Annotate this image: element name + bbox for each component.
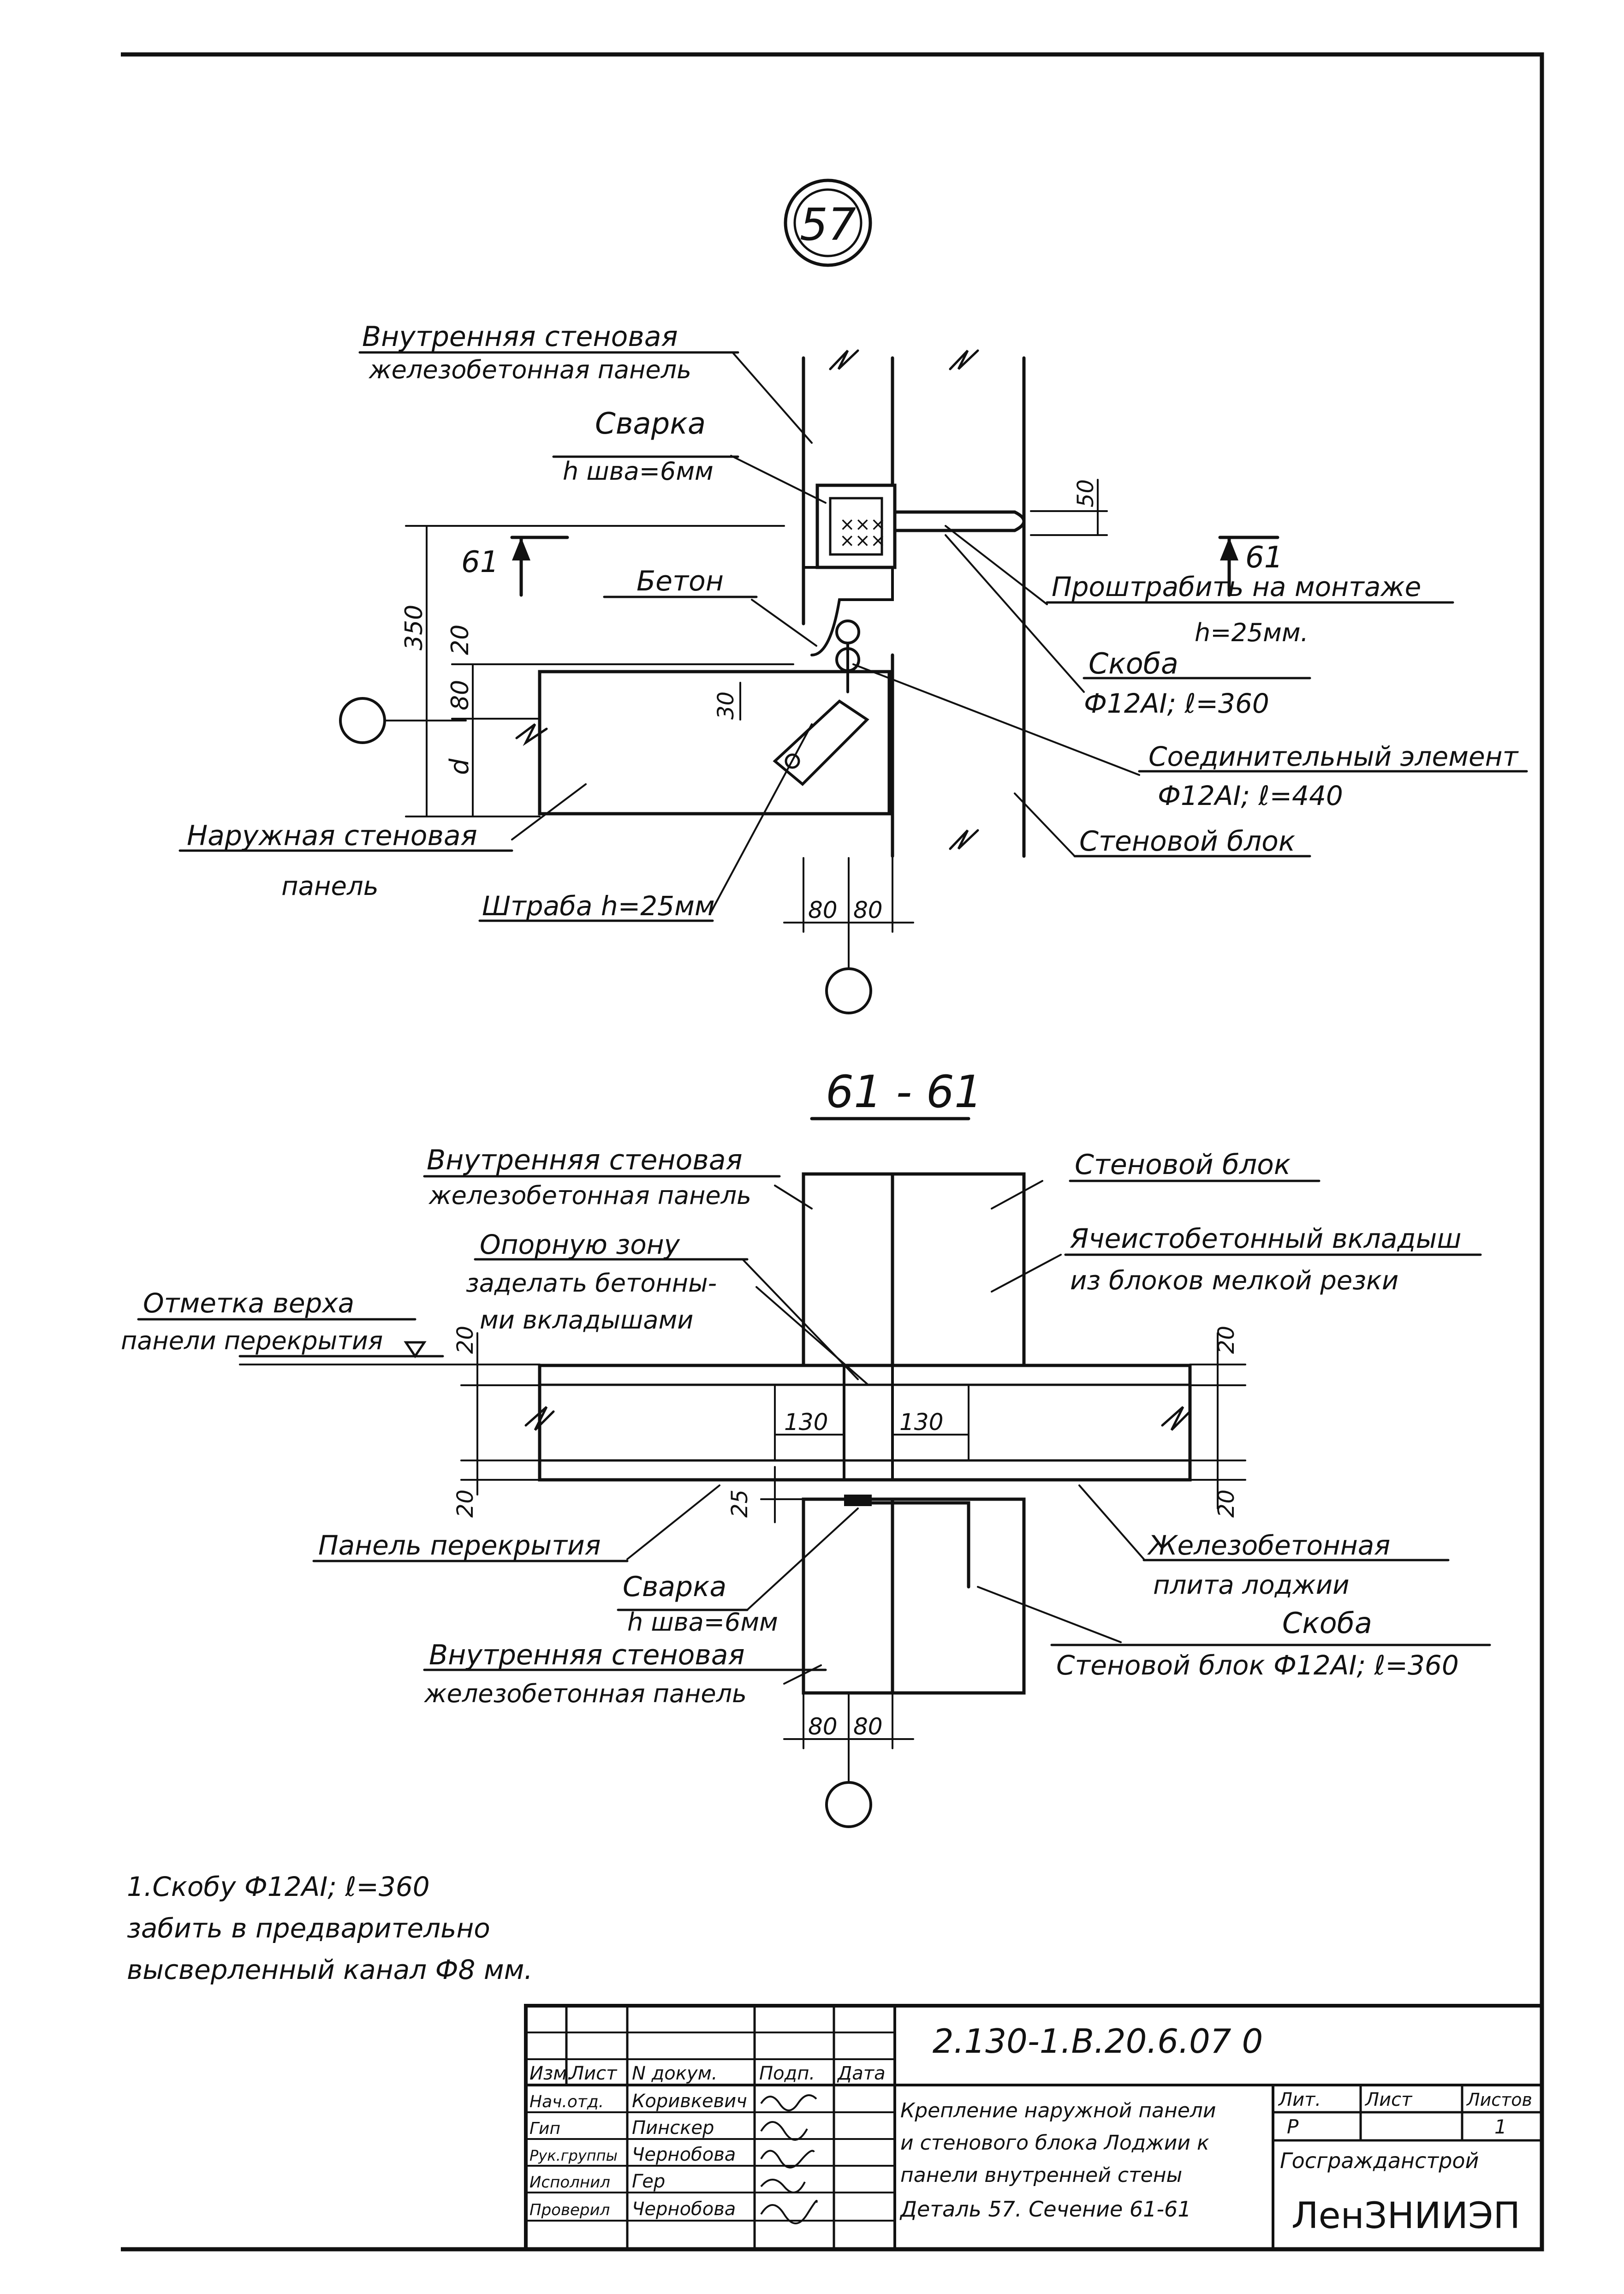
sec-label-weld-2: h шва=6мм <box>627 1608 778 1637</box>
sec-label-weld-1: Сварка <box>623 1571 726 1603</box>
sec-dim-20-top: 20 <box>452 1326 478 1354</box>
sec-dim-width-80a: 80 <box>808 1713 838 1740</box>
sec-dim-20-bottom: 20 <box>452 1490 478 1518</box>
sec-label-rc-slab-1: Железобетонная <box>1147 1530 1390 1561</box>
dim-350: 350 <box>400 605 428 650</box>
label-outer-panel-1: Наружная стеновая <box>187 820 477 852</box>
sheets-value: 1 <box>1494 2115 1507 2138</box>
note-line-3: высверленный канал Ф8 мм. <box>127 1954 533 1985</box>
dim-width-80b: 80 <box>853 897 883 924</box>
row-name-0: Коривкевич <box>632 2091 747 2112</box>
detail-number: 57 <box>800 199 856 250</box>
sec-label-top-mark-1: Отметка верха <box>143 1287 354 1319</box>
section-mark-right: 61 <box>1245 541 1283 575</box>
dim-width-80a: 80 <box>808 897 838 924</box>
label-connector-1: Соединительный элемент <box>1148 741 1519 772</box>
sec-label-bracket: Скоба <box>1282 1606 1372 1640</box>
sec-dim-25: 25 <box>727 1490 753 1518</box>
sec-label-inner-panel-2: железобетонная панель <box>428 1181 751 1210</box>
connecting-element <box>773 699 869 787</box>
row-name-2: Чернобова <box>632 2144 736 2165</box>
sec-label-support-2: заделать бетонны- <box>466 1269 717 1298</box>
row-name-3: Гер <box>632 2171 665 2192</box>
header-izm: Изм. <box>529 2063 573 2084</box>
sec-dim-20-right: 20 <box>1214 1326 1239 1354</box>
desc-line-1: Крепление наружной панели <box>900 2099 1216 2122</box>
label-connector-2: Ф12АI; ℓ=440 <box>1158 780 1343 811</box>
label-weld-1: Сварка <box>595 407 706 441</box>
row-role-4: Проверил <box>529 2201 610 2219</box>
label-wall-block: Стеновой блок <box>1079 825 1295 858</box>
sec-label-insert-1: Ячеистобетонный вкладыш <box>1070 1223 1461 1254</box>
section-bracket <box>847 1501 970 1589</box>
title-block: 2.130-1.В.20.6.07 0 Изм. Лист N докум. П… <box>524 2004 1544 2251</box>
header-list: Лист <box>569 2063 618 2084</box>
sec-label-support-1: Опорную зону <box>480 1229 680 1260</box>
row-name-4: Чернобова <box>632 2199 736 2220</box>
label-groove: Штраба h=25мм <box>482 890 715 922</box>
dim-80: 80 <box>446 680 474 710</box>
row-name-1: Пинскер <box>632 2117 714 2139</box>
detail-marker: 57 <box>784 179 872 267</box>
header-data: Дата <box>837 2063 886 2084</box>
dim-50: 50 <box>1073 479 1099 507</box>
sec-label-floor-panel: Панель перекрытия <box>318 1530 601 1561</box>
sec-label-inner-panel2-1: Внутренняя стеновая <box>429 1639 745 1671</box>
desc-line-4: Деталь 57. Сечение 61-61 <box>899 2197 1191 2222</box>
sec-label-wall-block: Стеновой блок <box>1075 1149 1291 1181</box>
sec-label-insert-2: из блоков мелкой резки <box>1070 1266 1398 1296</box>
note-line-1: 1.Скобу Ф12АI; ℓ=360 <box>127 1871 430 1902</box>
desc-line-3: панели внутренней стены <box>900 2163 1182 2187</box>
section-view: 61 - 61 <box>121 1066 1491 1828</box>
label-weld-2: h шва=6мм <box>563 457 714 486</box>
sec-dim-130b: 130 <box>899 1409 943 1436</box>
label-bracket-2: Ф12АI; ℓ=360 <box>1084 688 1269 719</box>
label-groove-onsite-2: h=25мм. <box>1195 618 1309 647</box>
label-bracket-1: Скоба <box>1089 647 1178 680</box>
section-mark-left: 61 <box>461 545 499 579</box>
note-line-2: забить в предварительно <box>127 1913 490 1944</box>
row-role-0: Нач.отд. <box>529 2092 604 2111</box>
dim-30: 30 <box>713 691 739 720</box>
bracket <box>893 510 1026 532</box>
signature-marks <box>760 2094 818 2224</box>
row-role-1: Гип <box>529 2119 560 2138</box>
org-line-2: ЛенЗНИИЭП <box>1291 2195 1520 2237</box>
sec-label-inner-panel-1: Внутренняя стеновая <box>427 1144 743 1176</box>
outer-panel <box>538 670 891 816</box>
top-view: ××× ××× <box>178 321 1528 1014</box>
dim-d: d <box>445 758 475 775</box>
label-concrete: Бетон <box>637 565 724 597</box>
section-title: 61 - 61 <box>826 1066 982 1118</box>
lit-value: Р <box>1287 2115 1299 2138</box>
label-outer-panel-2: панель <box>281 871 379 901</box>
svg-text:×××: ××× <box>839 514 886 535</box>
header-ndok: N докум. <box>632 2063 718 2084</box>
label-inner-panel-1: Внутренняя стеновая <box>362 321 678 353</box>
sec-dim-20-br: 20 <box>1214 1490 1239 1518</box>
svg-text:×××: ××× <box>839 530 886 551</box>
sec-label-wall-block-2: Стеновой блок Ф12АI; ℓ=360 <box>1056 1650 1459 1681</box>
sec-label-rc-slab-2: плита лоджии <box>1153 1570 1350 1600</box>
sec-dim-width-80b: 80 <box>853 1713 883 1740</box>
notes: 1.Скобу Ф12АI; ℓ=360 забить в предварите… <box>127 1871 533 1985</box>
sec-label-top-mark-2: панели перекрытия <box>121 1326 383 1355</box>
desc-line-2: и стенового блока Лоджии к <box>900 2131 1209 2155</box>
sheets-label: Листов <box>1466 2090 1532 2110</box>
sec-label-inner-panel2-2: железобетонная панель <box>423 1679 747 1708</box>
row-role-3: Исполнил <box>529 2173 610 2192</box>
dim-20: 20 <box>446 625 474 655</box>
header-podp: Подп. <box>759 2063 815 2084</box>
org-line-1: Госгражданстрой <box>1280 2148 1479 2173</box>
lit-label: Лит. <box>1278 2089 1321 2110</box>
sec-label-support-3: ми вкладышами <box>480 1305 693 1335</box>
sec-dim-130a: 130 <box>784 1409 828 1436</box>
sheet-label: Лист <box>1364 2089 1413 2110</box>
label-inner-panel-2: железобетонная панель <box>368 355 691 384</box>
drawing-code: 2.130-1.В.20.6.07 0 <box>933 2022 1263 2061</box>
label-groove-onsite-1: Проштрабить на монтаже <box>1052 571 1421 602</box>
row-role-2: Рук.группы <box>529 2147 618 2164</box>
